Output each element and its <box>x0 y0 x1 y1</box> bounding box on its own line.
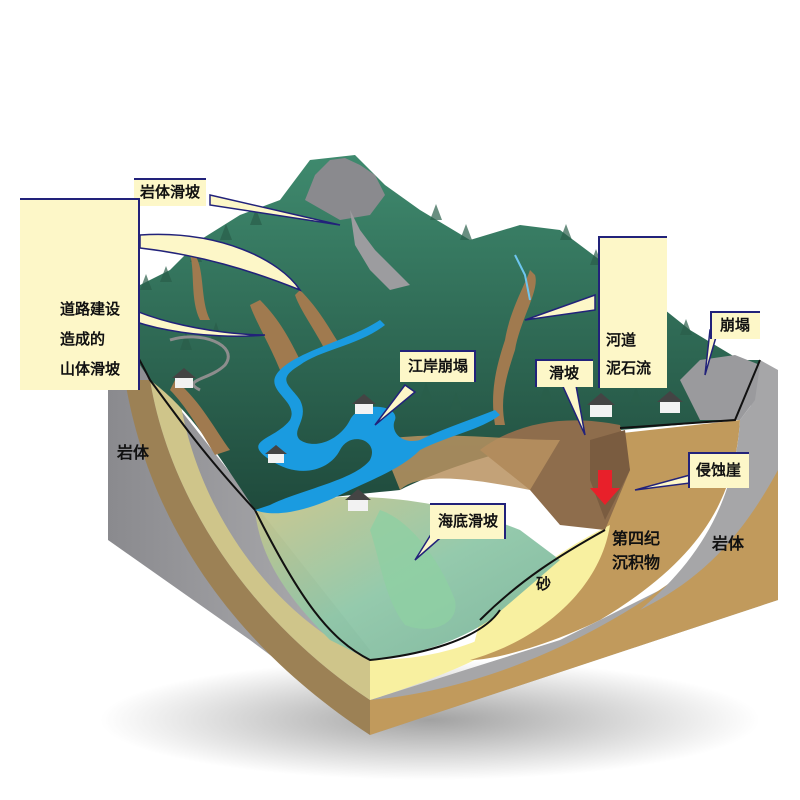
cliff-rocks <box>680 355 760 420</box>
rock-slide-debris <box>350 210 410 290</box>
callout-border <box>598 236 600 388</box>
sand-wedge <box>470 525 610 660</box>
sand-boundary <box>479 529 606 621</box>
callout-border <box>400 350 477 352</box>
callout-text: 崩塌 <box>720 316 751 334</box>
callout-text: 道路建设 造成的 山体滑坡 <box>60 300 121 378</box>
house-icon <box>657 391 683 413</box>
callout-river-debris-flow: 河道 泥石流 <box>598 236 668 388</box>
callout-border <box>535 359 537 387</box>
layer-label-bedrock-left: 岩体 <box>117 443 150 462</box>
callout-erosion-cliff: 侵蚀崖 <box>688 452 750 488</box>
callout-rock-slide: 岩体滑坡 <box>134 178 207 206</box>
house-icon <box>587 393 615 417</box>
block-shadow <box>100 660 760 780</box>
callout-border <box>430 503 507 505</box>
callout-submarine-slide: 海底滑坡 <box>430 503 507 539</box>
callout-landslide: 滑坡 <box>535 359 594 387</box>
house-icon <box>345 489 371 511</box>
layer-label-sand: 砂 <box>536 575 552 593</box>
sand-left-band <box>150 380 370 700</box>
callout-road-construction-slide: 道路建设 造成的 山体滑坡 <box>20 198 140 390</box>
callout-border <box>134 178 207 180</box>
slide-scar-3 <box>295 290 340 350</box>
bank-sediment <box>380 435 560 490</box>
layer-label-bedrock-right: 岩体 <box>712 534 745 553</box>
callout-text: 海底滑坡 <box>438 512 499 530</box>
slide-scar-1 <box>190 255 210 320</box>
callout-riverbank-collapse: 江岸崩塌 <box>400 350 477 382</box>
sand-front <box>370 525 610 700</box>
callout-border <box>710 311 761 313</box>
callout-border <box>474 350 477 382</box>
river <box>255 320 500 514</box>
forested-mountain <box>108 155 760 510</box>
movement-arrow-icon <box>590 470 620 505</box>
callout-border <box>138 198 140 390</box>
bedrock-right-upper <box>640 370 778 610</box>
surface-outline-right <box>619 359 761 429</box>
house-icon <box>352 394 376 414</box>
callout-border <box>688 452 690 488</box>
stream <box>514 254 531 301</box>
callout-text: 河道 泥石流 <box>606 331 652 377</box>
rock-peak <box>305 158 385 220</box>
slide-scar-2 <box>250 300 300 370</box>
slide-scar-4 <box>170 380 230 455</box>
mountain-road <box>169 335 230 392</box>
callout-text: 岩体滑坡 <box>140 183 201 201</box>
callout-text: 侵蚀崖 <box>696 461 742 479</box>
callout-border <box>598 236 668 238</box>
callout-collapse: 崩塌 <box>710 311 761 339</box>
callout-text: 江岸崩塌 <box>408 357 469 375</box>
seabed-outline <box>254 509 501 662</box>
sediment-left-band <box>125 380 370 735</box>
debris-flow-channel <box>493 270 536 425</box>
submarine-slide-lobe <box>370 510 456 629</box>
callout-text: 滑坡 <box>549 364 580 382</box>
callout-border <box>688 452 750 454</box>
house-icon <box>265 445 287 463</box>
sediment-front <box>370 470 778 735</box>
callout-border <box>535 359 594 361</box>
callout-border <box>20 198 140 200</box>
callout-border <box>710 311 712 339</box>
callout-border <box>504 503 507 539</box>
layer-label-quaternary-sediment: 第四纪 沉积物 <box>612 529 661 572</box>
house-icon <box>172 368 196 388</box>
